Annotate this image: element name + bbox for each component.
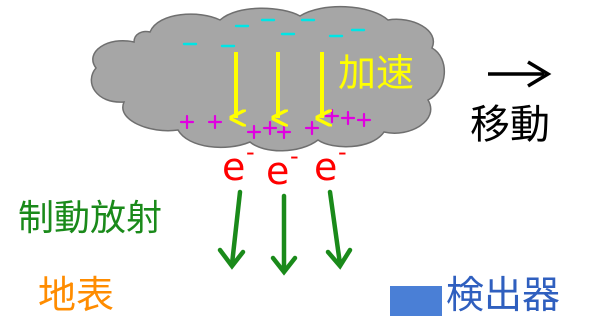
positive-charge [179,114,195,130]
electron-charge: - [290,142,299,170]
movement-label: 移動 [470,102,550,148]
electron-symbol: e [266,149,289,193]
detector-label: 検出器 [446,273,560,317]
electron-charge: - [246,138,255,166]
right-arrow-icon [488,60,552,88]
positive-charge [207,114,223,130]
electron-symbol: e [222,145,245,189]
emission-arrows [217,189,353,276]
positive-charge [276,124,292,140]
electron: e - [314,138,347,189]
emission-arrow [270,193,298,276]
positive-charge [356,112,372,128]
bremsstrahlung-label: 制動放射 [18,198,162,239]
negative-charges [182,18,366,48]
ground-label: 地表 [38,273,114,317]
acceleration-label: 加速 [338,51,414,95]
emission-arrow [325,189,353,270]
electron: e - [266,142,299,193]
electron: e - [222,138,255,189]
thundercloud [90,6,446,152]
emission-arrow [217,189,246,270]
electron-symbol: e [314,145,337,189]
detector-box [390,286,442,316]
positive-charge [262,120,278,136]
electron-charge: - [338,138,347,166]
positive-charge [304,120,320,136]
positive-charge [246,124,262,140]
acceleration-arrows [236,52,322,118]
positive-charge [340,110,356,126]
electrons: e - e - e - [222,138,347,193]
